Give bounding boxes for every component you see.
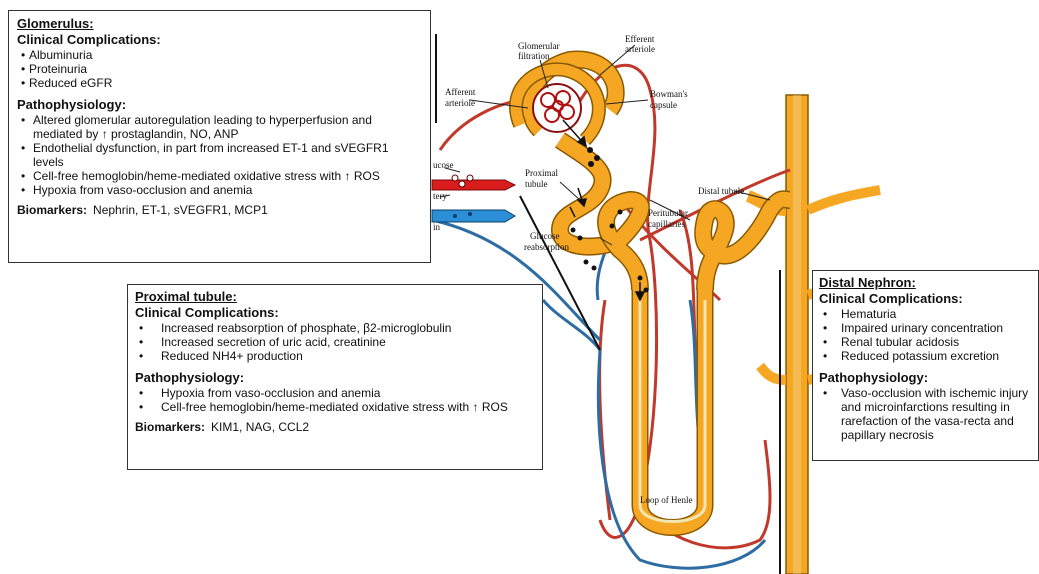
list-item: •Albuminuria [17, 48, 422, 62]
list-item: •Increased secretion of uric acid, creat… [135, 335, 535, 349]
glomerulus-pathophysiology-heading: Pathophysiology: [17, 97, 422, 112]
biomarkers-value: KIM1, NAG, CCL2 [211, 420, 309, 434]
list-item: •Reduced eGFR [17, 76, 422, 90]
distal-complications-heading: Clinical Complications: [819, 291, 1032, 306]
list-item: •Increased reabsorption of phosphate, β2… [135, 321, 535, 335]
bowmans-capsule-label-2: capsule [650, 100, 677, 110]
glomerulus-panel: Glomerulus: Clinical Complications: •Alb… [8, 10, 431, 263]
list-item: •Impaired urinary concentration [819, 321, 1032, 335]
distal-pathophysiology-list: •Vaso-occlusion with ischemic injury and… [819, 386, 1032, 442]
biomarkers-label: Biomarkers: [17, 203, 87, 217]
distal-tubule-label: Distal tubule [698, 186, 744, 196]
bowmans-capsule-label: Bowman's [650, 89, 688, 99]
peritubular-capillaries-label-2: capillaries [648, 219, 685, 229]
list-item: •Cell-free hemoglobin/heme-mediated oxid… [135, 400, 535, 414]
list-item: •Altered glomerular autoregulation leadi… [17, 113, 422, 141]
list-item: •Reduced NH4+ production [135, 349, 535, 363]
proximal-complications-list: •Increased reabsorption of phosphate, β2… [135, 321, 535, 363]
peritubular-capillaries-label: Peritubular [648, 208, 688, 218]
list-item: •Proteinuria [17, 62, 422, 76]
glomerulus-pathophysiology-list: •Altered glomerular autoregulation leadi… [17, 113, 422, 197]
biomarkers-value: Nephrin, ET-1, sVEGFR1, MCP1 [93, 203, 268, 217]
proximal-pathophysiology-list: •Hypoxia from vaso-occlusion and anemia … [135, 386, 535, 414]
afferent-arteriole-label: Afferent [445, 87, 476, 97]
proximal-title: Proximal tubule: [135, 289, 535, 304]
list-item: •Cell-free hemoglobin/heme-mediated oxid… [17, 169, 422, 183]
glomerulus-biomarkers: Biomarkers: Nephrin, ET-1, sVEGFR1, MCP1 [17, 203, 422, 217]
glomerular-filtration-label-2: filtration [518, 51, 550, 61]
efferent-arteriole-label: Efferent [625, 34, 655, 44]
glucose-reabsorption-label: Glucose [530, 231, 560, 241]
proximal-tubule-label: Proximal [525, 168, 558, 178]
proximal-tubule-panel: Proximal tubule: Clinical Complications:… [127, 284, 543, 470]
loop-of-henle-label: Loop of Henle [640, 495, 692, 505]
glucose-reabsorption-label-2: reabsorption [524, 242, 569, 252]
list-item: •Renal tubular acidosis [819, 335, 1032, 349]
distal-title: Distal Nephron: [819, 275, 1032, 290]
list-item: •Vaso-occlusion with ischemic injury and… [819, 386, 1032, 442]
list-item: •Endothelial dysfunction, in part from i… [17, 141, 422, 169]
efferent-arteriole-label-2: arteriole [625, 44, 655, 54]
artery-partial-label: tery [433, 191, 447, 201]
glomerular-filtration-label: Glomerular [518, 41, 559, 51]
afferent-arteriole-label-2: arteriole [445, 98, 475, 108]
glomerulus-complications-heading: Clinical Complications: [17, 32, 422, 47]
distal-nephron-panel: Distal Nephron: Clinical Complications: … [812, 270, 1039, 461]
glomerulus-complications-list: •Albuminuria •Proteinuria •Reduced eGFR [17, 48, 422, 90]
list-item: •Hematuria [819, 307, 1032, 321]
list-item: •Reduced potassium excretion [819, 349, 1032, 363]
distal-pathophysiology-heading: Pathophysiology: [819, 370, 1032, 385]
glomerulus-title: Glomerulus: [17, 16, 422, 31]
proximal-complications-heading: Clinical Complications: [135, 305, 535, 320]
vein-partial-label: in [433, 222, 441, 232]
biomarkers-label: Biomarkers: [135, 420, 205, 434]
list-item: •Hypoxia from vaso-occlusion and anemia [17, 183, 422, 197]
proximal-pathophysiology-heading: Pathophysiology: [135, 370, 535, 385]
proximal-tubule-label-2: tubule [525, 179, 548, 189]
distal-complications-list: •Hematuria •Impaired urinary concentrati… [819, 307, 1032, 363]
list-item: •Hypoxia from vaso-occlusion and anemia [135, 386, 535, 400]
proximal-biomarkers: Biomarkers: KIM1, NAG, CCL2 [135, 420, 535, 434]
glucose-partial-label: ucose [433, 160, 454, 170]
